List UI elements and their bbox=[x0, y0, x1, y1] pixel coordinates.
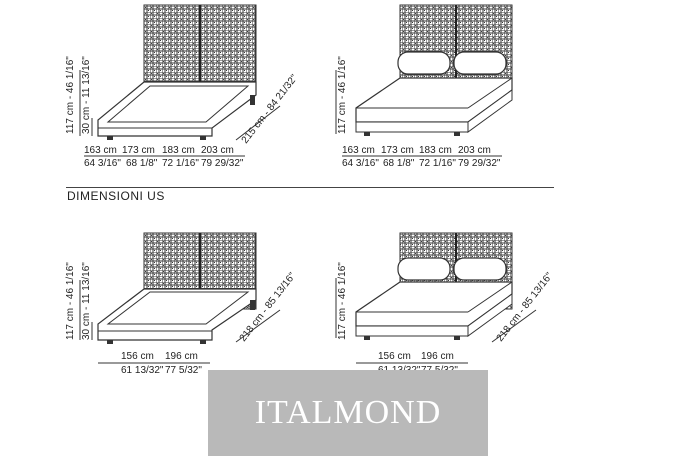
panel-top-right: 117 cm - 46 1/16" 163 cm 173 cm 183 cm 2… bbox=[335, 4, 513, 169]
bed-base-side bbox=[467, 89, 513, 133]
pillow bbox=[453, 51, 507, 75]
bed-frame-inner bbox=[106, 291, 250, 325]
width-in-label: 61 13/32" bbox=[121, 365, 164, 376]
width-cm-label: 156 cm bbox=[378, 351, 411, 362]
width-cm-label: 163 cm bbox=[84, 145, 117, 156]
bed-foot bbox=[107, 136, 113, 140]
height-label-117: 117 cm - 46 1/16" bbox=[65, 56, 76, 134]
watermark: ITALMOND bbox=[208, 370, 488, 456]
height-label-117: 117 cm - 46 1/16" bbox=[337, 262, 348, 340]
panel-top-left: 117 cm - 46 1/16" 30 cm - 11 13/16" 215 … bbox=[65, 4, 300, 169]
width-cm-label: 163 cm bbox=[342, 145, 375, 156]
length-dim-line bbox=[235, 309, 281, 343]
bed-base bbox=[355, 121, 469, 133]
height-label-30: 30 cm - 11 13/16" bbox=[81, 56, 92, 134]
bed-foot bbox=[454, 336, 460, 340]
bed-foot bbox=[364, 132, 370, 136]
mattress-edge bbox=[467, 77, 513, 109]
width-in-label: 77 5/32" bbox=[165, 365, 202, 376]
bed-foot bbox=[200, 340, 206, 344]
width-in-label: 72 1/16" bbox=[162, 158, 199, 169]
pillow bbox=[453, 257, 507, 281]
bed-foot bbox=[250, 95, 255, 105]
width-in-label: 64 3/16" bbox=[84, 158, 121, 169]
width-cm-label: 183 cm bbox=[162, 145, 195, 156]
mattress-edge bbox=[467, 281, 513, 313]
width-cm-label: 156 cm bbox=[121, 351, 154, 362]
width-cm-label: 173 cm bbox=[122, 145, 155, 156]
width-in-label: 68 1/8" bbox=[126, 158, 158, 169]
bed-base-side bbox=[467, 293, 513, 337]
length-dim-line bbox=[235, 105, 281, 141]
width-cm-label: 173 cm bbox=[381, 145, 414, 156]
width-in-label: 64 3/16" bbox=[342, 158, 379, 169]
height-label-30: 30 cm - 11 13/16" bbox=[81, 262, 92, 340]
bed-foot bbox=[107, 340, 113, 344]
bed-foot bbox=[250, 300, 255, 310]
width-in-label: 72 1/16" bbox=[419, 158, 456, 169]
width-cm-label: 196 cm bbox=[165, 351, 198, 362]
bed-frame bbox=[97, 288, 257, 341]
width-cm-label: 196 cm bbox=[421, 351, 454, 362]
length-dim-line bbox=[491, 309, 537, 343]
section-title: DIMENSIONI US bbox=[67, 189, 165, 203]
section-divider bbox=[66, 187, 554, 188]
width-cm-label: 203 cm bbox=[201, 145, 234, 156]
bed-base bbox=[355, 325, 469, 337]
panel-bottom-left: 117 cm - 46 1/16" 30 cm - 11 13/16" 218 … bbox=[65, 232, 298, 376]
width-in-label: 79 29/32" bbox=[458, 158, 501, 169]
bed-foot bbox=[200, 136, 206, 140]
bed-foot bbox=[364, 336, 370, 340]
bed-foot bbox=[454, 132, 460, 136]
pillow bbox=[397, 51, 451, 75]
width-in-label: 68 1/8" bbox=[383, 158, 415, 169]
bed-frame-inner bbox=[106, 85, 250, 123]
width-in-label: 79 29/32" bbox=[201, 158, 244, 169]
height-label-117: 117 cm - 46 1/16" bbox=[65, 262, 76, 340]
width-cm-label: 183 cm bbox=[419, 145, 452, 156]
width-cm-label: 203 cm bbox=[458, 145, 491, 156]
panel-bottom-right: 117 cm - 46 1/16" 218 cm - 85 13/16" 156… bbox=[335, 232, 555, 376]
watermark-text: ITALMOND bbox=[254, 394, 442, 431]
pillow bbox=[397, 257, 451, 281]
height-label-117: 117 cm - 46 1/16" bbox=[337, 56, 348, 134]
